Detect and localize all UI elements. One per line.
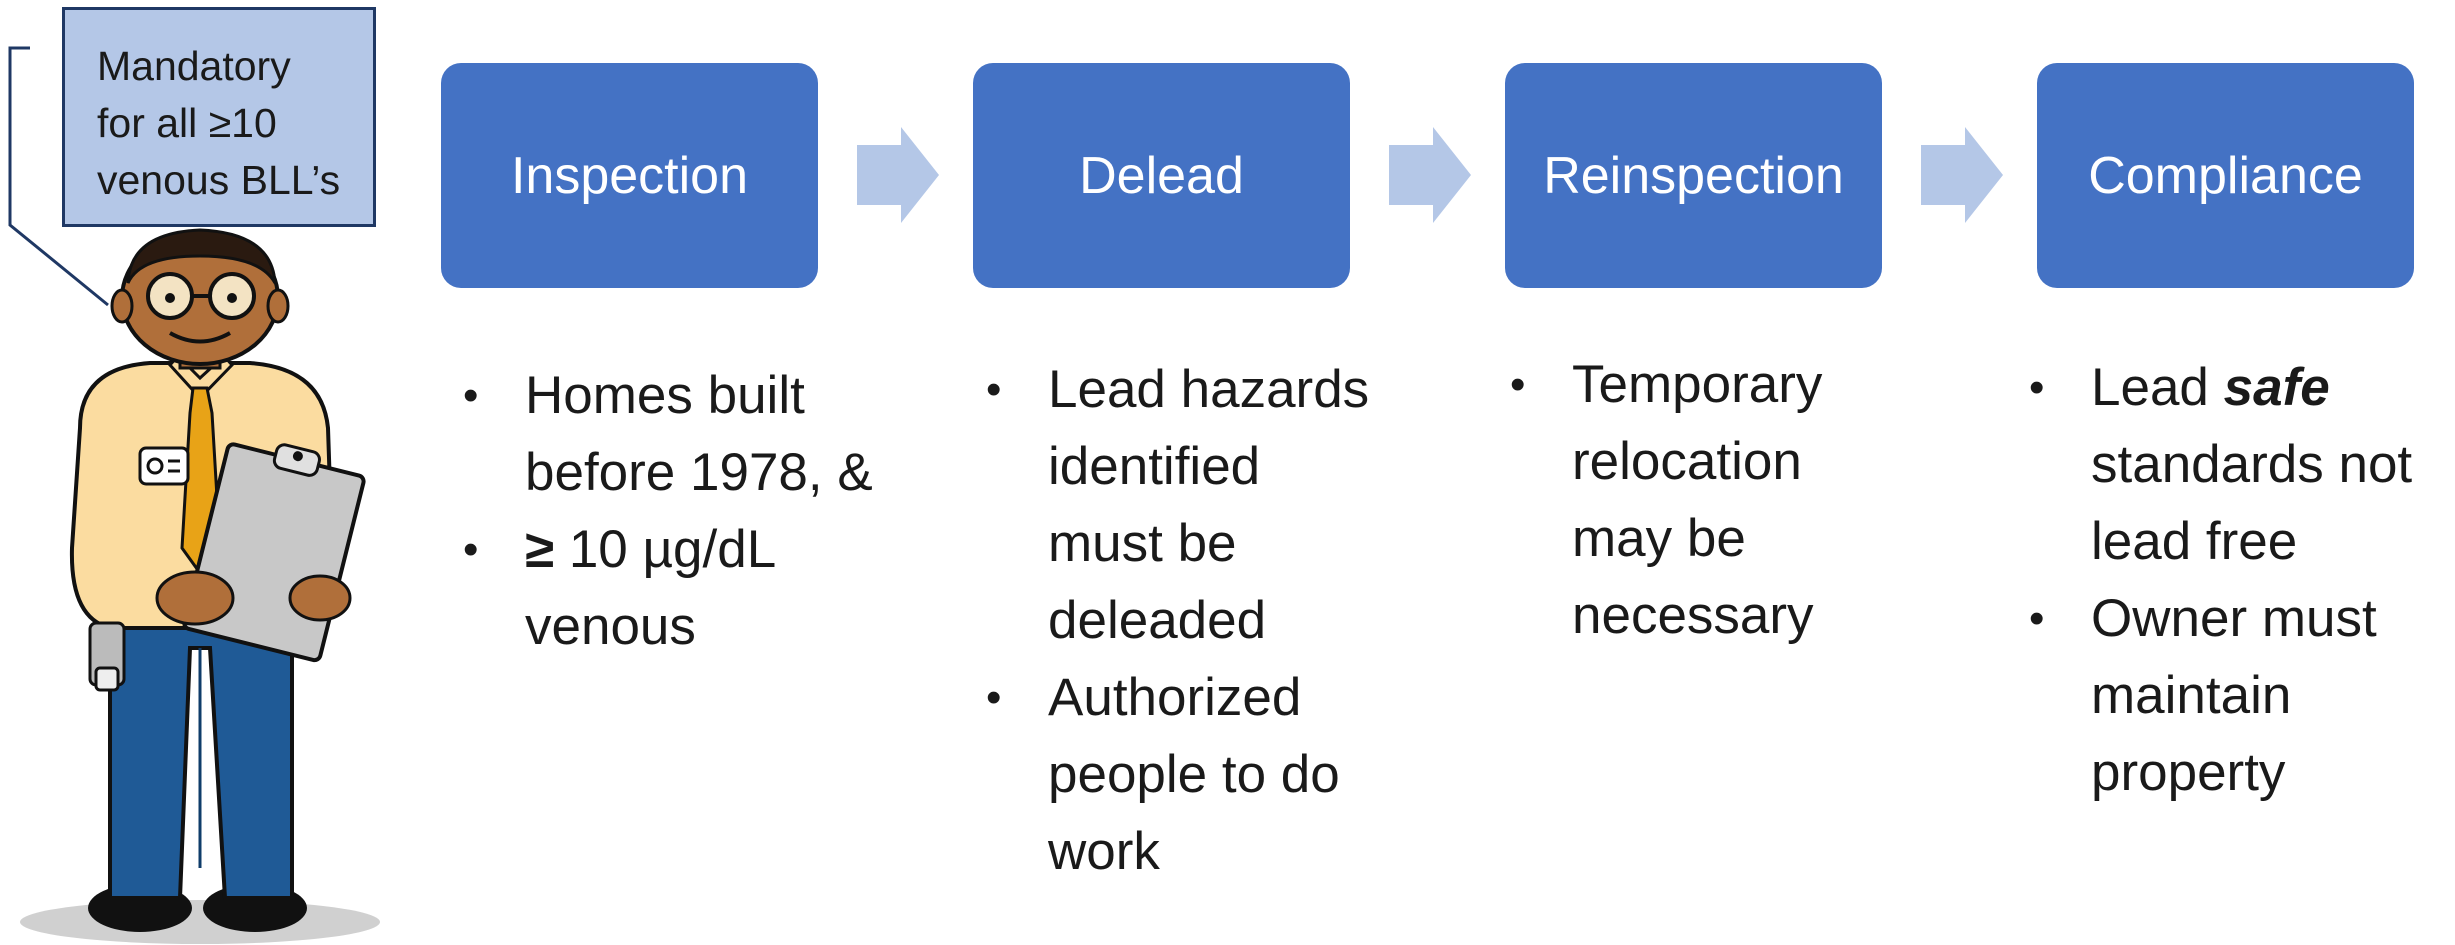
bullets-compliance: • Lead safe standards not lead free • Ow…	[2021, 349, 2412, 811]
step-compliance: Compliance	[2037, 63, 2414, 288]
step-inspection-label: Inspection	[510, 146, 749, 205]
bullet-line: relocation	[1572, 432, 1802, 491]
bullet-line: Owner must	[2091, 589, 2377, 648]
bullet-dot-icon: •	[986, 673, 1002, 722]
bullet-line: work	[1048, 822, 1160, 881]
bullet-line: necessary	[1572, 586, 1814, 645]
callout-line-1: Mandatory	[97, 43, 291, 89]
step-delead-label: Delead	[1079, 146, 1244, 205]
callout-box: Mandatory for all ≥10 venous BLL’s	[62, 7, 376, 227]
list-item: • Owner must maintain property	[2021, 580, 2412, 811]
bullet-line: people to do	[1048, 745, 1340, 804]
callout-line-3: venous BLL’s	[97, 157, 341, 203]
step-delead: Delead	[973, 63, 1350, 288]
bullet-line: may be	[1572, 509, 1746, 568]
bullet-line: Temporary	[1572, 355, 1823, 414]
bullet-prefix: Lead	[2091, 358, 2224, 417]
bullets-inspection: • Homes built before 1978, & • ≥ 10 µg/d…	[455, 357, 873, 665]
list-item: • Authorized people to do work	[978, 659, 1369, 890]
bullet-line: property	[2091, 743, 2286, 802]
chevron-arrow-icon	[1921, 127, 2003, 223]
list-item: • ≥ 10 µg/dL venous	[455, 511, 873, 665]
bullet-dot-icon: •	[986, 365, 1002, 414]
list-item: • Lead safe standards not lead free	[2021, 349, 2412, 580]
bullets-delead: • Lead hazards identified must be delead…	[978, 351, 1369, 890]
callout-leader-line	[8, 46, 109, 307]
step-reinspection-label: Reinspection	[1543, 146, 1844, 205]
callout-line-2: for all ≥10	[97, 100, 277, 146]
bullet-line: venous	[525, 597, 696, 656]
chevron-arrow-icon	[1389, 127, 1471, 223]
bullet-symbol: ≥	[525, 520, 555, 579]
bullet-line: Lead hazards	[1048, 360, 1370, 419]
step-inspection: Inspection	[441, 63, 818, 288]
step-compliance-label: Compliance	[2088, 146, 2363, 205]
inspector-illustration	[20, 228, 380, 944]
bullet-dot-icon: •	[2029, 363, 2045, 412]
bullet-line: standards not	[2091, 435, 2413, 494]
bullet-line: 10 µg/dL	[554, 520, 777, 579]
bullet-line: lead free	[2091, 512, 2298, 571]
step-reinspection: Reinspection	[1505, 63, 1882, 288]
list-item: • Lead hazards identified must be delead…	[978, 351, 1369, 659]
bullet-line: must be	[1048, 514, 1237, 573]
bullet-line: identified	[1048, 437, 1261, 496]
list-item: • Temporary relocation may be necessary	[1502, 346, 1822, 654]
bullet-dot-icon: •	[463, 525, 479, 574]
bullet-line: deleaded	[1048, 591, 1267, 650]
bullet-dot-icon: •	[1510, 360, 1526, 409]
bullet-dot-icon: •	[463, 371, 479, 420]
bullets-reinspection: • Temporary relocation may be necessary	[1502, 346, 1822, 654]
bullet-line: Authorized	[1048, 668, 1302, 727]
bullet-line: maintain	[2091, 666, 2292, 725]
chevron-arrow-icon	[857, 127, 939, 223]
bullet-emphasis: safe	[2223, 358, 2330, 417]
bullet-line: before 1978, &	[525, 443, 873, 502]
bullet-dot-icon: •	[2029, 594, 2045, 643]
bullet-line: Homes built	[525, 366, 805, 425]
list-item: • Homes built before 1978, &	[455, 357, 873, 511]
